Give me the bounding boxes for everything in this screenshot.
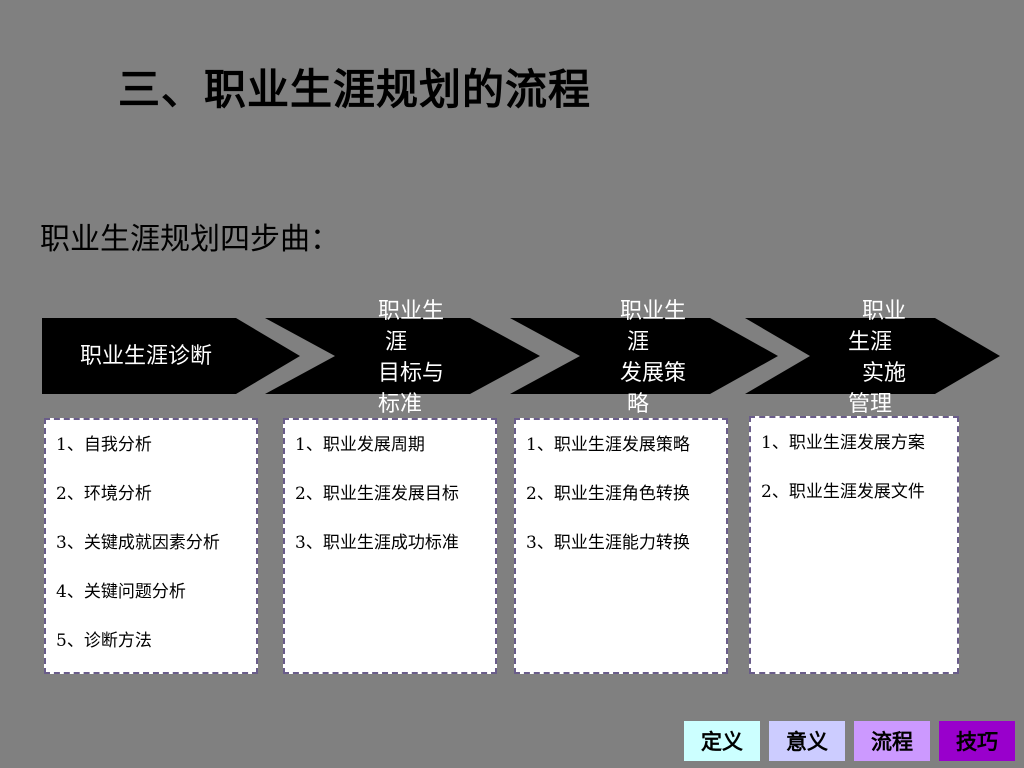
step-arrow-4 <box>745 318 1000 394</box>
step-label-diagnosis: 职业生涯诊断 <box>80 344 213 369</box>
list-item: 2、职业生涯发展目标 <box>295 484 459 504</box>
nav-button-process[interactable]: 流程 <box>854 721 930 761</box>
list-item: 2、职业生涯角色转换 <box>526 484 690 504</box>
list-item: 3、职业生涯成功标准 <box>295 533 459 553</box>
list-item: 2、环境分析 <box>56 484 152 504</box>
step-arrow-3 <box>510 318 778 394</box>
step-label-implementation: 职业 生涯 实施 管理 <box>848 299 906 417</box>
list-item: 3、职业生涯能力转换 <box>526 533 690 553</box>
list-item: 1、职业发展周期 <box>295 435 425 455</box>
list-item: 5、诊断方法 <box>56 631 152 651</box>
list-item: 2、职业生涯发展文件 <box>761 482 925 502</box>
step-box-strategy: 1、职业生涯发展策略 2、职业生涯角色转换 3、职业生涯能力转换 <box>514 418 728 674</box>
nav-button-significance[interactable]: 意义 <box>769 721 845 761</box>
nav-button-definition[interactable]: 定义 <box>684 721 760 761</box>
list-item: 1、自我分析 <box>56 435 152 455</box>
list-item: 3、关键成就因素分析 <box>56 533 220 553</box>
list-item: 1、职业生涯发展策略 <box>526 435 690 455</box>
step-box-goals: 1、职业发展周期 2、职业生涯发展目标 3、职业生涯成功标准 <box>283 418 497 674</box>
nav-button-skills[interactable]: 技巧 <box>939 721 1015 761</box>
page-title: 三、职业生涯规划的流程 <box>118 65 592 114</box>
step-box-implementation: 1、职业生涯发展方案 2、职业生涯发展文件 <box>749 416 959 674</box>
step-label-goals: 职业生 涯 目标与 标准 <box>378 299 445 417</box>
list-item: 4、关键问题分析 <box>56 582 186 602</box>
step-arrow-1 <box>42 318 300 394</box>
step-label-strategy: 职业生 涯 发展策 略 <box>620 299 687 417</box>
step-box-diagnosis: 1、自我分析 2、环境分析 3、关键成就因素分析 4、关键问题分析 5、诊断方法 <box>44 418 258 674</box>
step-arrow-2 <box>265 318 540 394</box>
section-subtitle: 职业生涯规划四步曲： <box>40 222 340 257</box>
list-item: 1、职业生涯发展方案 <box>761 433 925 453</box>
